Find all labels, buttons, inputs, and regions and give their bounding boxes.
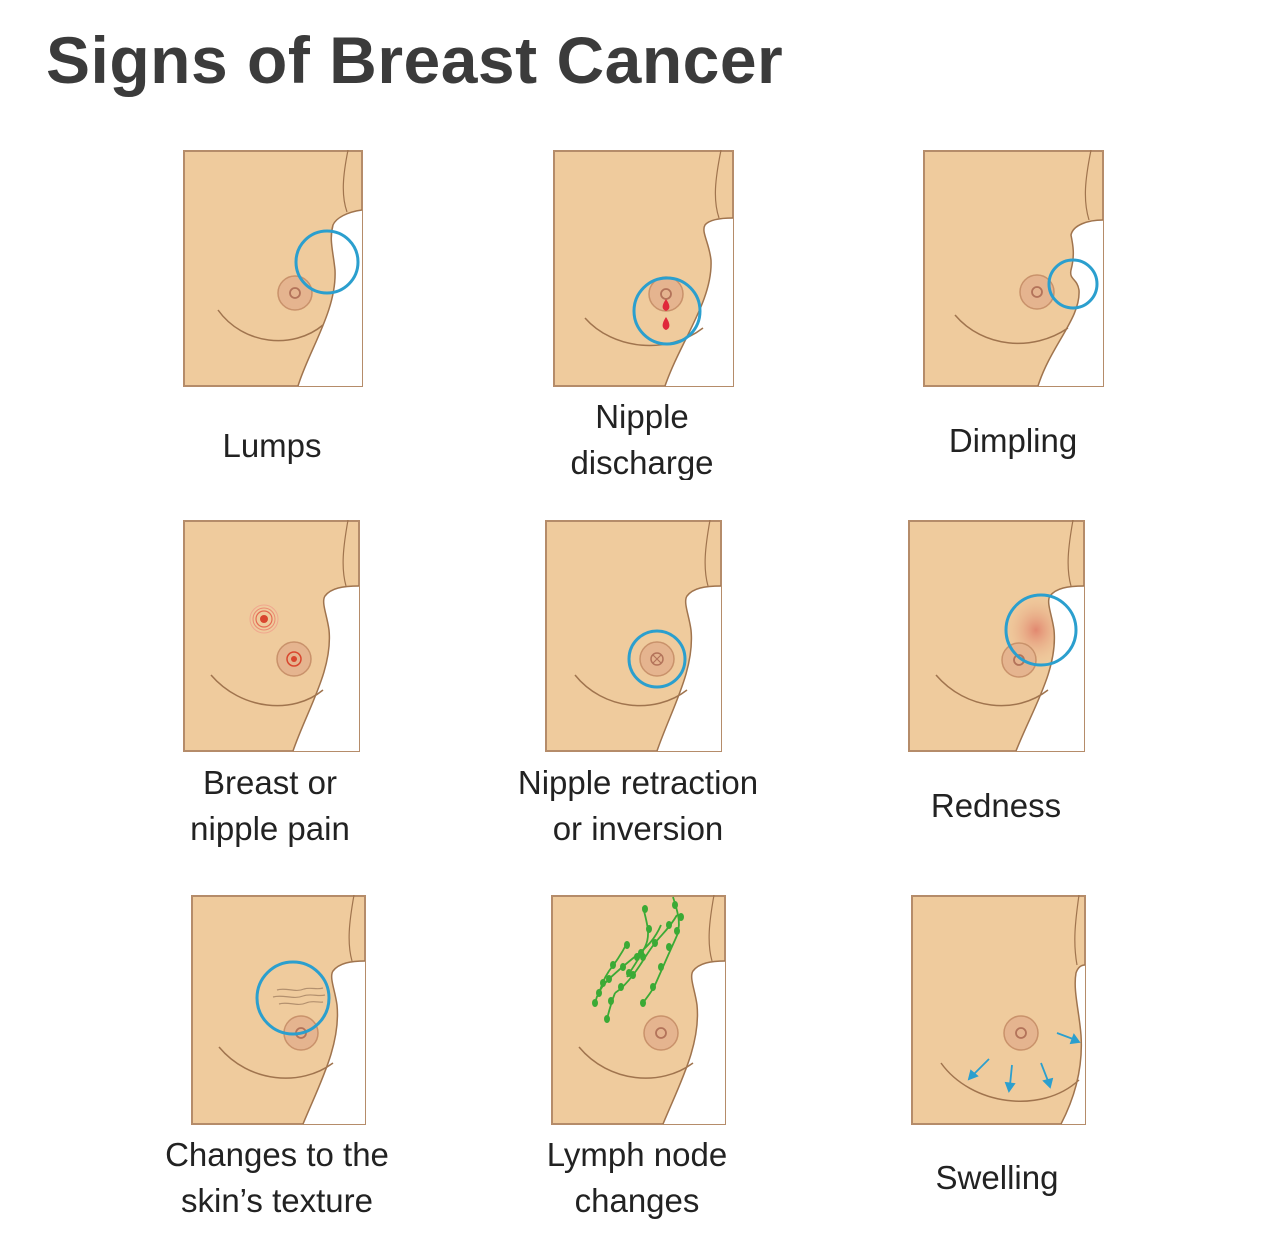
caption-nipple-retraction: Nipple retraction or inversion xyxy=(517,764,759,847)
panel-skin-texture xyxy=(191,895,366,1125)
caption-breast-or-nipple-pain: Breast or nipple pain xyxy=(190,764,350,847)
panel-lymph-node xyxy=(551,895,726,1125)
page-title: Signs of Breast Cancer xyxy=(46,23,784,97)
caption-nipple-discharge: Nipple discharge xyxy=(570,398,714,480)
caption-swelling: Swelling xyxy=(935,1159,1059,1196)
caption-redness: Redness xyxy=(930,787,1062,824)
caption-dimpling: Dimpling xyxy=(948,422,1078,459)
panel-redness xyxy=(908,520,1085,752)
caption-lumps: Lumps xyxy=(222,427,322,464)
panel-nipple-discharge xyxy=(553,150,734,387)
panel-lumps xyxy=(183,150,363,387)
panel-nipple-retraction xyxy=(545,520,722,752)
panel-dimpling xyxy=(923,150,1104,387)
panel-swelling xyxy=(911,895,1086,1125)
caption-skin-texture: Changes to the skin’s texture xyxy=(165,1136,389,1219)
panel-breast-or-nipple-pain xyxy=(183,520,360,752)
caption-lymph-node: Lymph node changes xyxy=(546,1136,728,1219)
